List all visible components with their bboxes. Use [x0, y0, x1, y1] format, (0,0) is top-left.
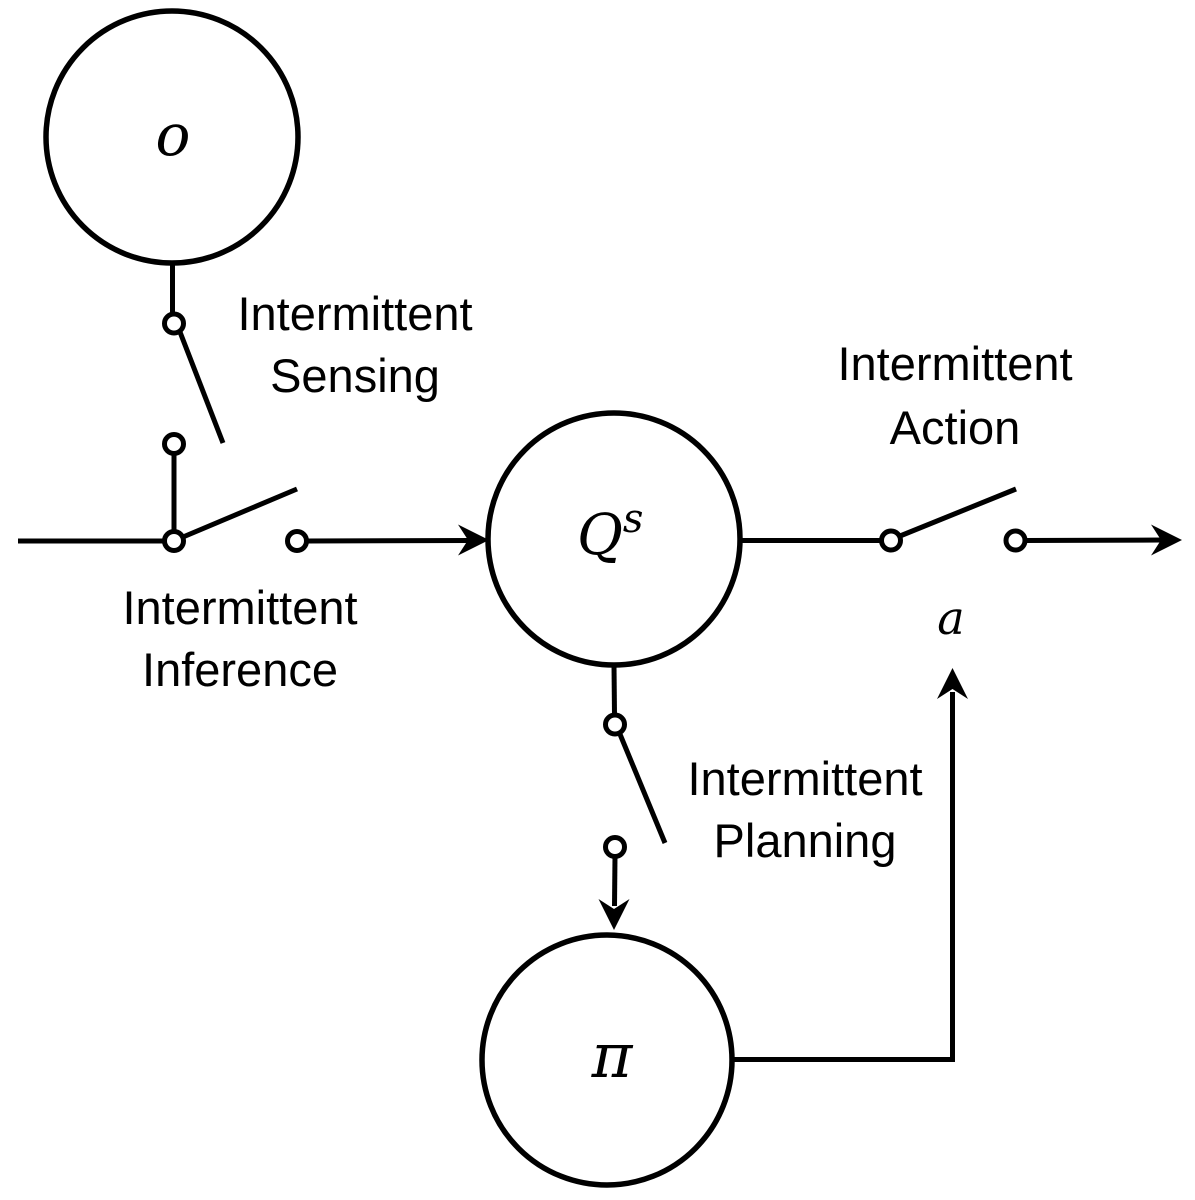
- action-output-arrowhead-icon: [1151, 524, 1182, 556]
- inference-label-line1: Intermittent: [122, 581, 357, 634]
- action-symbol-label: a: [937, 591, 964, 645]
- inference-switch-node: [162, 529, 186, 553]
- observation-node-circle: [43, 8, 301, 266]
- planning-label-line1: Intermittent: [687, 752, 922, 805]
- inference-to-q-wire: [306, 538, 471, 544]
- q-value-superscript: s: [623, 496, 644, 542]
- sensing-switch-contact-top: [162, 311, 186, 336]
- action-switch-contact: [1003, 528, 1028, 553]
- action-switch-node: [879, 528, 903, 553]
- policy-node-label: π: [591, 1019, 634, 1092]
- action-output-wire: [1024, 537, 1164, 543]
- inference-switch-arm: [182, 486, 298, 540]
- planning-switch-contact-top: [603, 712, 627, 737]
- policy-input-arrowhead-icon: [598, 899, 630, 930]
- planning-switch-contact-bottom: [603, 835, 627, 859]
- q-value-node-circle: [485, 410, 743, 668]
- action-label-line2: Action: [890, 401, 1021, 454]
- sensing-switch-arm: [177, 331, 226, 444]
- policy-node-circle: [479, 932, 735, 1188]
- observation-node-label: o: [156, 101, 191, 169]
- sensing-label-line1: Intermittent: [237, 287, 472, 340]
- planning-label-line2: Planning: [714, 814, 897, 867]
- planning-switch-arm: [617, 732, 668, 844]
- action-switch-arm: [899, 486, 1017, 539]
- sensing-label-line2: Sensing: [270, 349, 440, 402]
- action-label-line1: Intermittent: [837, 337, 1072, 390]
- q-input-arrowhead-icon: [458, 524, 489, 556]
- q-to-planning-wire: [611, 664, 617, 716]
- q-value-node-label: Qs: [577, 496, 643, 568]
- feedback-arrowhead-icon: [937, 668, 968, 699]
- sensing-switch-contact-bottom: [162, 432, 186, 456]
- inference-switch-contact: [285, 529, 309, 553]
- inference-label-line2: Inference: [142, 643, 338, 696]
- q-value-base: Q: [577, 503, 623, 568]
- policy-to-action-feedback-wire: [727, 692, 955, 1062]
- planning-to-policy-wire: [612, 856, 618, 907]
